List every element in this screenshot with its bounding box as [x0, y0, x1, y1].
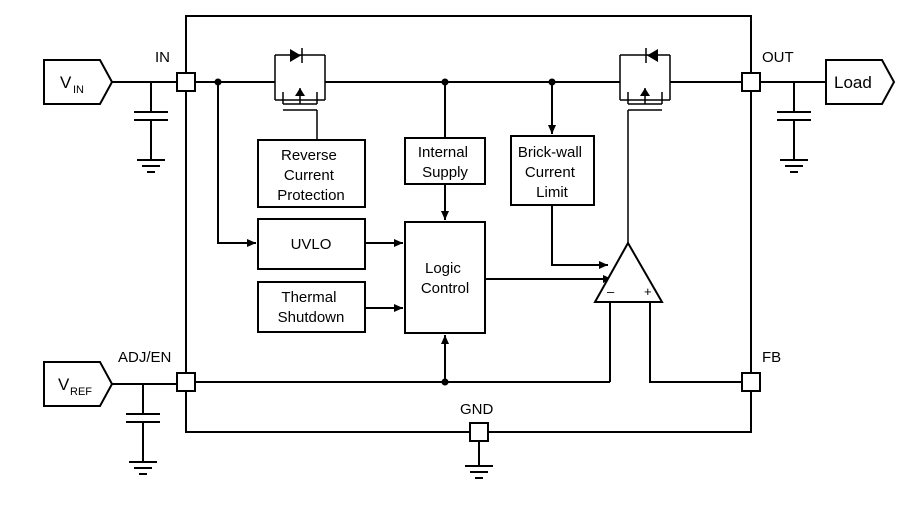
- ground-symbol-vin: [137, 159, 165, 173]
- adj-en-pin-label: ADJ/EN: [118, 349, 171, 366]
- logic-line-2: Control: [421, 280, 469, 297]
- logic-control-block: [404, 221, 486, 334]
- brick-wall-line-2: Current: [525, 164, 576, 181]
- rcp-line-1: Reverse: [281, 147, 337, 164]
- ic-boundary: [185, 15, 752, 433]
- logic-line-1: Logic: [425, 260, 461, 277]
- adj-en-pin: [176, 372, 196, 392]
- out-pin-label: OUT: [762, 49, 794, 66]
- brick-wall-line-3: Limit: [536, 184, 569, 201]
- vref-label: V: [58, 375, 70, 394]
- fb-pin-label: FB: [762, 349, 781, 366]
- internal-supply-line-2: Supply: [422, 164, 468, 181]
- thermal-shutdown-block: [257, 281, 366, 333]
- internal-supply-line-1: Internal: [418, 144, 468, 161]
- svg-text:Reverse Current Protec: Reverse Current Protection: [277, 147, 345, 204]
- gnd-pin-label: GND: [460, 401, 494, 418]
- in-pin-label: IN: [155, 49, 170, 66]
- brick-wall-current-limit-block: [510, 135, 595, 206]
- rcp-line-3: Protection: [277, 187, 345, 204]
- amp-plus-label: +: [644, 284, 652, 299]
- vref-terminal: V REF: [43, 361, 114, 407]
- ground-symbol-out: [780, 159, 808, 173]
- uvlo-label: UVLO: [291, 236, 332, 253]
- svg-text:Thermal Shutdown: Thermal Shutdown: [278, 289, 345, 326]
- ground-symbol-ic: [465, 465, 493, 479]
- internal-supply-block: [404, 137, 486, 185]
- out-pin: [741, 72, 761, 92]
- gnd-pin: [469, 422, 489, 442]
- vref-subscript: REF: [70, 386, 92, 398]
- vin-terminal: V IN: [43, 59, 114, 105]
- output-capacitor: [777, 82, 811, 160]
- svg-text:Internal Supply: Internal Supply: [418, 144, 472, 181]
- vref-capacitor: [126, 384, 160, 462]
- rcp-line-2: Current: [284, 167, 335, 184]
- svg-text:Brick-wall Current Lim: Brick-wall Current Limit: [518, 144, 586, 201]
- thermal-line-1: Thermal: [281, 289, 336, 306]
- fb-pin: [741, 372, 761, 392]
- thermal-line-2: Shutdown: [278, 309, 345, 326]
- ground-symbol-vref: [129, 461, 157, 475]
- vin-subscript: IN: [73, 84, 84, 96]
- input-capacitor: [134, 82, 168, 160]
- amp-minus-label: –: [607, 284, 615, 299]
- brick-wall-line-1: Brick-wall: [518, 144, 582, 161]
- vin-label: V: [60, 73, 72, 92]
- in-pin: [176, 72, 196, 92]
- reverse-current-protection-block: [257, 139, 366, 208]
- load-terminal: Load: [825, 59, 896, 105]
- svg-text:Logic Control: Logic Control: [421, 260, 469, 297]
- mosfet-input: [274, 48, 326, 111]
- mosfet-output: [619, 48, 671, 111]
- error-amplifier: – +: [593, 240, 664, 303]
- load-label: Load: [834, 73, 872, 92]
